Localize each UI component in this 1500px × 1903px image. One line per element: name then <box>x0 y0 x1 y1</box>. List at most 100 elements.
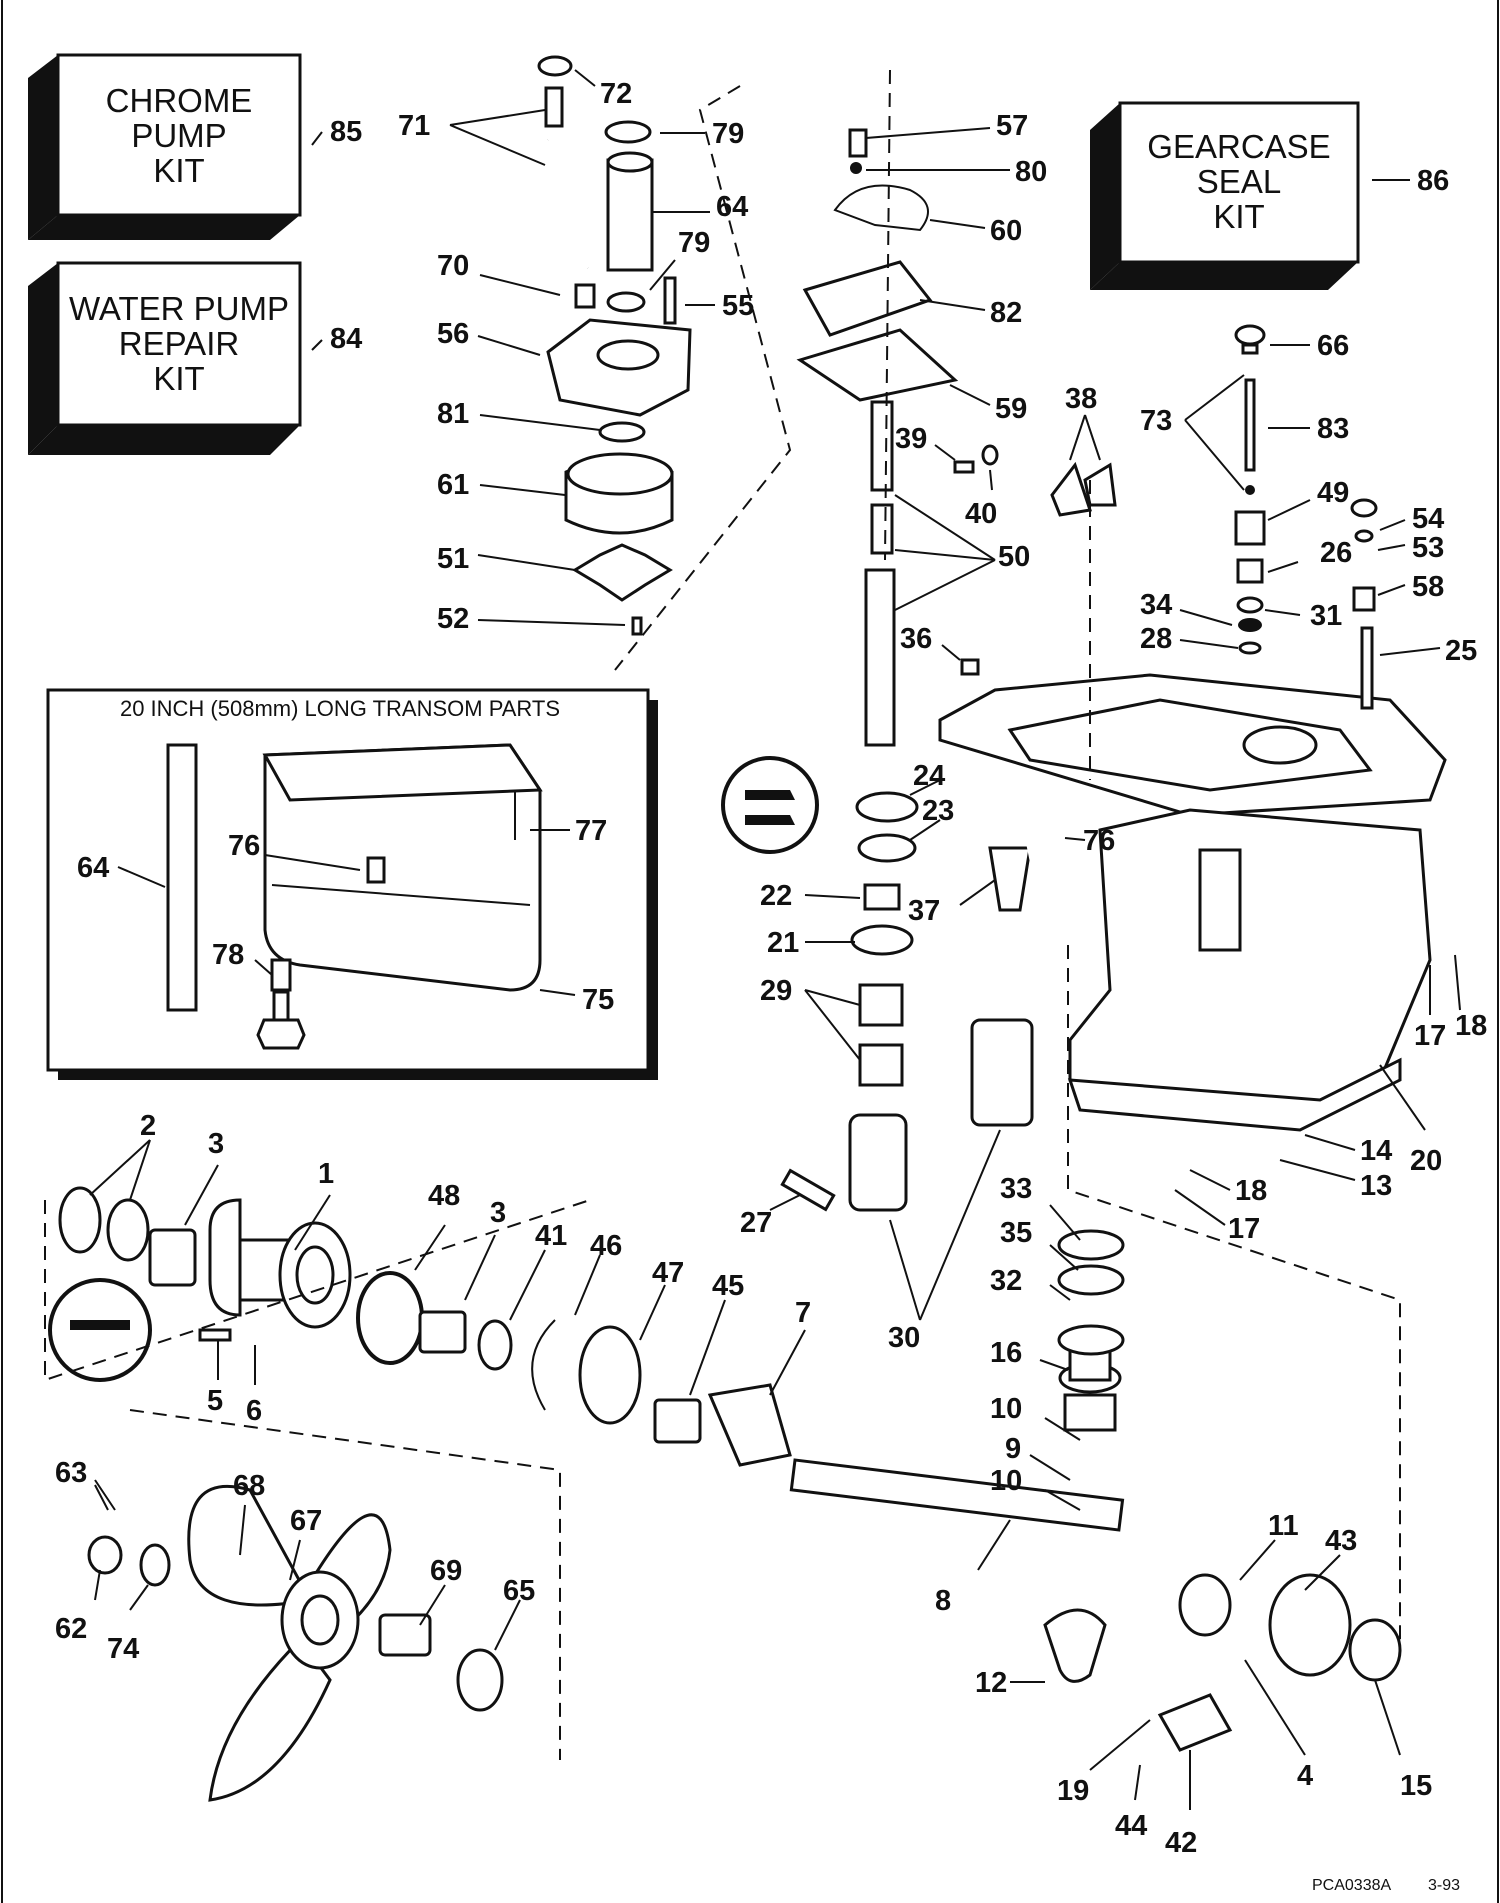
svg-text:17: 17 <box>1414 1020 1446 1052</box>
callout-86: 86 <box>1372 165 1449 197</box>
callout-11: 11 <box>1239 1510 1299 1581</box>
callout-58: 58 <box>1377 571 1444 603</box>
footer-code: PCA0338A <box>1312 1877 1391 1894</box>
svg-text:15: 15 <box>1400 1770 1432 1802</box>
lower-right-guide-dashline <box>1067 945 1401 1640</box>
callout-15: 15 <box>1374 1679 1432 1802</box>
svg-text:47: 47 <box>652 1257 684 1289</box>
svg-text:59: 59 <box>995 393 1027 425</box>
callout-31: 31 <box>1264 600 1342 632</box>
gearcase-kit-line2: SEAL <box>1197 163 1281 200</box>
callout-76: 76 <box>1064 825 1115 857</box>
svg-text:31: 31 <box>1310 600 1342 632</box>
callout-48: 48 <box>414 1180 460 1271</box>
svg-text:51: 51 <box>437 543 469 575</box>
callout-52: 52 <box>437 603 626 635</box>
svg-text:68: 68 <box>233 1470 265 1502</box>
svg-text:62: 62 <box>55 1613 87 1645</box>
svg-text:46: 46 <box>590 1230 622 1262</box>
callout-78: 78 <box>212 939 273 976</box>
callout-9: 9 <box>1005 1433 1071 1481</box>
svg-text:82: 82 <box>990 297 1022 329</box>
svg-text:9: 9 <box>1005 1433 1021 1465</box>
callout-14: 14 <box>1304 1134 1392 1167</box>
water-pump-repair-kit-box: WATER PUMP REPAIR KIT <box>28 261 302 455</box>
callout-53: 53 <box>1377 532 1444 564</box>
inset-bolt-part <box>256 1018 306 1050</box>
callout-82: 82 <box>919 297 1022 329</box>
footer-date: 3-93 <box>1428 1877 1460 1894</box>
callout-1: 1 <box>294 1158 334 1251</box>
callout-40: 40 <box>965 469 997 530</box>
lower-gear-parts <box>48 1168 1402 1752</box>
svg-text:77: 77 <box>575 815 607 847</box>
gearcase-seal-kit-box: GEARCASE SEAL KIT <box>1090 101 1360 290</box>
callout-85: 85 <box>311 116 362 148</box>
callout-51: 51 <box>437 543 576 575</box>
callout-26: 26 <box>1267 537 1352 573</box>
callout-45: 45 <box>689 1270 744 1396</box>
svg-text:27: 27 <box>740 1207 772 1239</box>
callout-27: 27 <box>740 1194 801 1239</box>
callout-55: 55 <box>685 290 754 322</box>
svg-text:41: 41 <box>535 1220 567 1252</box>
svg-text:20: 20 <box>1410 1145 1442 1177</box>
svg-text:5: 5 <box>207 1385 223 1417</box>
callout-8: 8 <box>935 1519 1011 1617</box>
callout-79-mid: 79 <box>649 227 710 291</box>
callout-5: 5 <box>207 1340 223 1417</box>
callout-36: 36 <box>900 623 961 661</box>
callout-80: 80 <box>866 156 1047 188</box>
callout-12: 12 <box>975 1667 1045 1699</box>
svg-text:35: 35 <box>1000 1217 1032 1249</box>
svg-text:26: 26 <box>1320 537 1352 569</box>
callout-6: 6 <box>246 1345 262 1427</box>
callout-75: 75 <box>539 984 614 1016</box>
svg-text:53: 53 <box>1412 532 1444 564</box>
callout-77: 77 <box>530 815 607 847</box>
callout-56: 56 <box>437 318 541 356</box>
propeller-part <box>87 1479 504 1802</box>
callout-21: 21 <box>767 927 855 959</box>
callout-23: 23 <box>909 795 954 841</box>
svg-text:55: 55 <box>722 290 754 322</box>
callout-34: 34 <box>1140 589 1233 626</box>
svg-text:29: 29 <box>760 975 792 1007</box>
chrome-pump-kit-box: CHROME PUMP KIT <box>28 53 302 240</box>
svg-text:36: 36 <box>900 623 932 655</box>
svg-text:69: 69 <box>430 1555 462 1587</box>
svg-text:73: 73 <box>1140 405 1172 437</box>
svg-text:38: 38 <box>1065 383 1097 415</box>
callout-64-inset: 64 <box>77 852 166 888</box>
svg-text:18: 18 <box>1235 1175 1267 1207</box>
svg-text:18: 18 <box>1455 1010 1487 1042</box>
callout-38: 38 <box>1065 383 1101 461</box>
callout-47: 47 <box>639 1257 684 1341</box>
svg-text:57: 57 <box>996 110 1028 142</box>
callout-22: 22 <box>760 880 861 912</box>
long-transom-inset: 20 INCH (508mm) LONG TRANSOM PARTS <box>46 688 658 1080</box>
svg-text:21: 21 <box>767 927 799 959</box>
chrome-pump-kit-line3: KIT <box>153 152 204 189</box>
svg-text:43: 43 <box>1325 1525 1357 1557</box>
svg-text:2: 2 <box>140 1110 156 1142</box>
callout-83: 83 <box>1268 413 1349 445</box>
svg-text:84: 84 <box>330 323 362 355</box>
callout-17-bot: 17 <box>1174 1189 1260 1245</box>
callout-43: 43 <box>1304 1525 1357 1591</box>
callout-25: 25 <box>1379 635 1477 667</box>
callout-65: 65 <box>494 1575 535 1651</box>
callout-37: 37 <box>908 879 996 927</box>
svg-text:85: 85 <box>330 116 362 148</box>
svg-text:6: 6 <box>246 1395 262 1427</box>
callout-50: 50 <box>894 494 1030 611</box>
svg-text:61: 61 <box>437 469 469 501</box>
svg-text:12: 12 <box>975 1667 1007 1699</box>
svg-text:48: 48 <box>428 1180 460 1212</box>
svg-text:79: 79 <box>712 118 744 150</box>
svg-text:81: 81 <box>437 398 469 430</box>
callout-62: 62 <box>55 1569 101 1645</box>
svg-text:1: 1 <box>318 1158 334 1190</box>
callout-18-top: 18 <box>1454 954 1487 1042</box>
svg-text:10: 10 <box>990 1465 1022 1497</box>
